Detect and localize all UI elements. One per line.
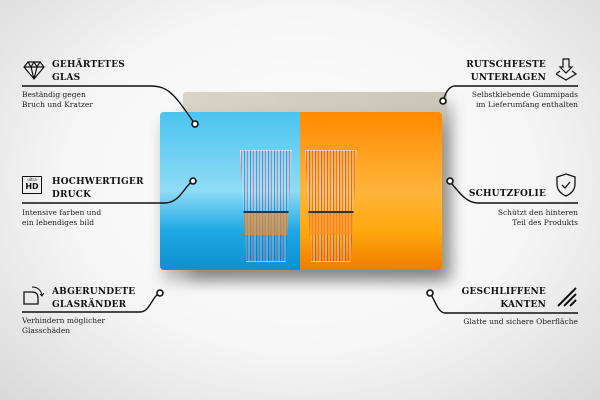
feature-title: SCHUTZFOLIE <box>468 189 546 199</box>
feature-description: Glatte und sichere Oberfläche <box>463 317 578 326</box>
ultra-hd-icon: ultra HD <box>22 176 42 194</box>
shield-check-icon <box>556 173 576 197</box>
ground-edges-icon <box>557 287 577 307</box>
diamond-icon <box>23 60 45 80</box>
non-slip-pad-icon <box>555 58 578 81</box>
drinking-glass-right <box>305 150 357 262</box>
glass-picture <box>160 112 442 270</box>
rounded-corner-icon <box>23 286 45 305</box>
